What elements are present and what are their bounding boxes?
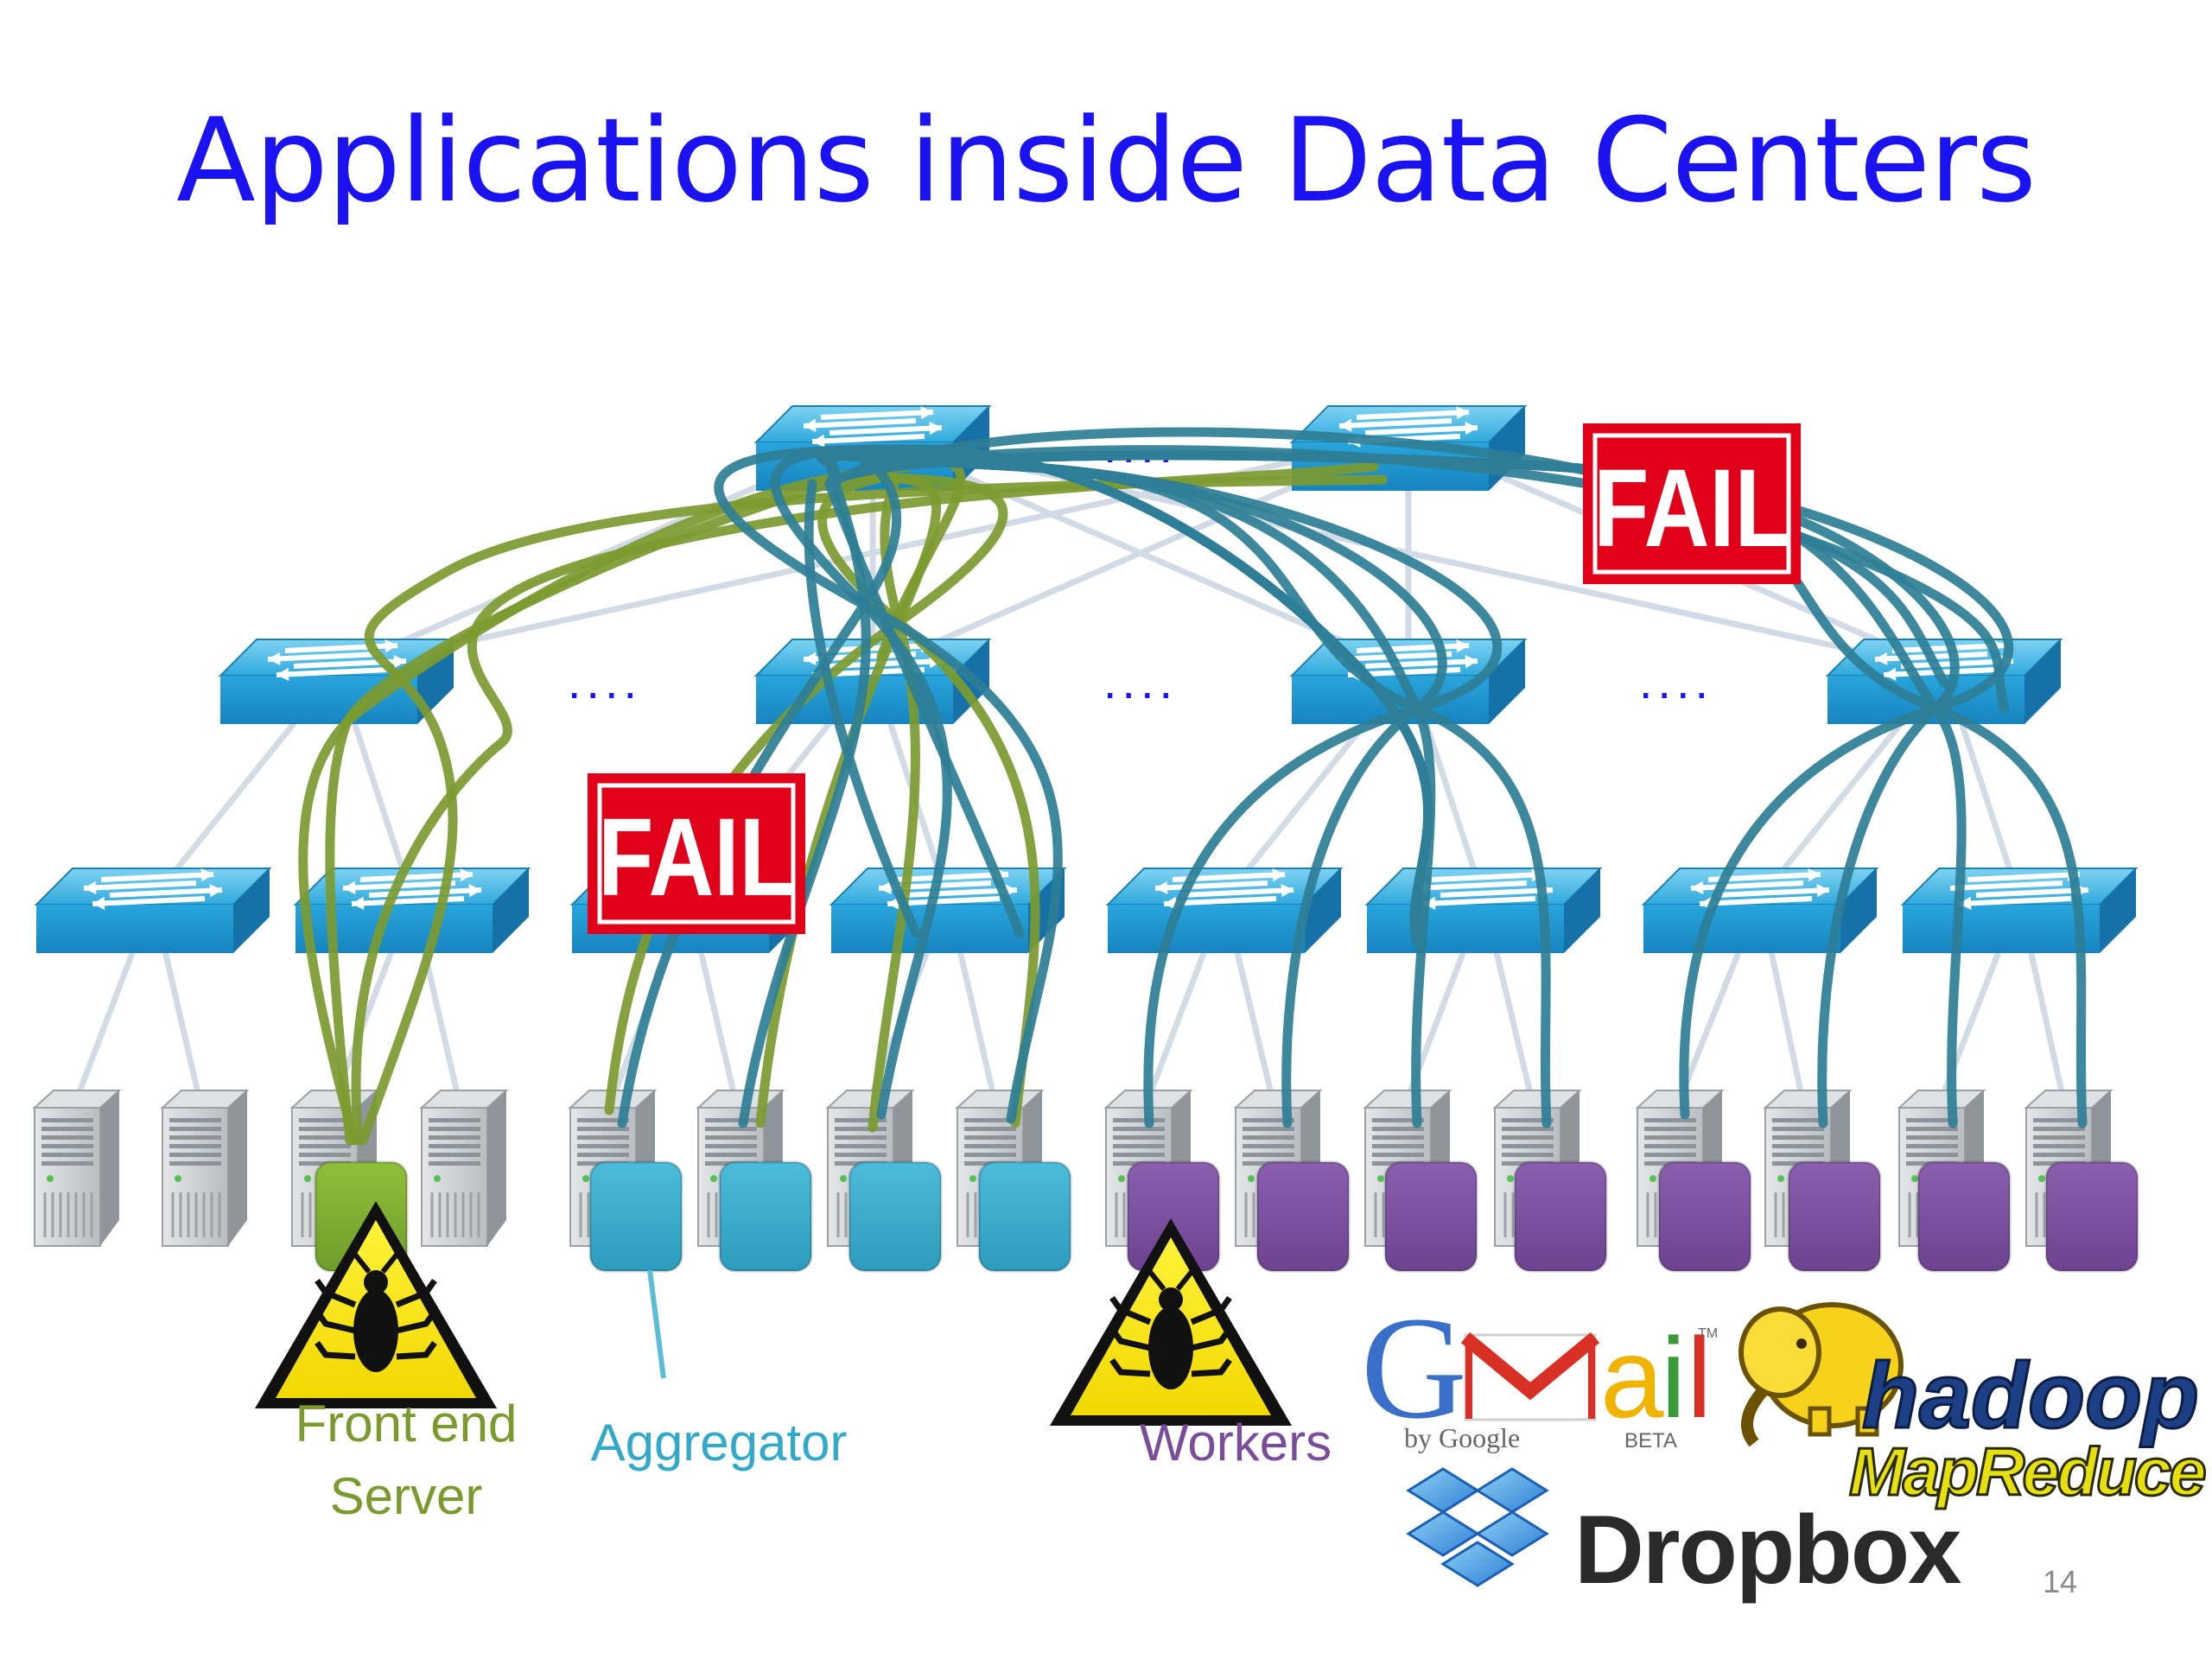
server-icon	[419, 1090, 509, 1247]
aggregator-box	[588, 1160, 683, 1273]
path-frontend-core	[351, 461, 1379, 1146]
worker-box	[1787, 1160, 1882, 1273]
mapreduce-word: MapReduce	[1849, 1433, 2205, 1510]
application-boxes	[314, 1160, 2139, 1273]
aggregator-label: Aggregator	[591, 1414, 848, 1471]
workers-label: Workers	[1140, 1414, 1332, 1471]
aggregator-pointer-line	[647, 1269, 666, 1379]
worker-box	[1255, 1160, 1351, 1273]
path-core-agg4	[824, 427, 1949, 688]
hadoop-word: hadoop	[1862, 1343, 2199, 1447]
worker-box	[1513, 1160, 1608, 1273]
path-core-tor	[804, 479, 921, 938]
bug-warning-icon-worker	[1050, 1218, 1292, 1426]
gmail-by-google: by Google	[1404, 1422, 1520, 1453]
slide-title: Applications inside Data Centers	[176, 93, 2037, 228]
gmail-beta: BETA	[1624, 1429, 1677, 1452]
ellipsis-dots: ....	[568, 654, 642, 709]
dropbox-icon	[1406, 1467, 1549, 1587]
server-icon	[160, 1090, 250, 1247]
path-frontend-core	[325, 455, 966, 1146]
gmail-g-letter: G	[1361, 1287, 1467, 1449]
fail-badge-core: FAIL	[1583, 423, 1801, 584]
path-frontend-core	[298, 461, 912, 1146]
ellipsis-dots: ....	[1103, 654, 1178, 709]
bug-warning-icon-frontend	[255, 1201, 497, 1408]
gmail-ai: i	[1661, 1314, 1686, 1441]
aggregator-box	[977, 1160, 1072, 1273]
path-core-aggregator	[755, 470, 942, 1128]
path-frontend-core	[358, 474, 1388, 1146]
path-worker-core	[816, 450, 1552, 1128]
fail-badge-edge: FAIL	[588, 773, 805, 934]
path-core-tor	[824, 479, 1025, 938]
server-icon	[32, 1090, 122, 1247]
gmail-logo: G a i l TM by Google BETA	[1361, 1287, 1718, 1453]
path-core-aggregator	[817, 470, 1040, 1128]
ellipsis-dots: ....	[1639, 654, 1713, 709]
aggregator-box	[718, 1160, 813, 1273]
worker-box	[1916, 1160, 2012, 1273]
fail-text-core: FAIL	[1593, 446, 1789, 569]
tor-switch-6	[1364, 868, 1603, 953]
page-number: 14	[2043, 1564, 2077, 1599]
warning-signs	[255, 1201, 1292, 1426]
gmail-al: l	[1687, 1314, 1712, 1441]
worker-box	[1657, 1160, 1752, 1273]
aggregator-box	[848, 1160, 943, 1273]
tor-switch-1	[34, 868, 272, 953]
tor-switch-5	[1105, 868, 1344, 953]
worker-box	[2044, 1160, 2139, 1273]
path-aggregator-worker	[738, 444, 1433, 1128]
hadoop-logo: hadoop MapReduce	[1738, 1302, 2209, 1511]
gmail-tm: TM	[1698, 1326, 1718, 1341]
path-aggregator-worker	[714, 444, 1433, 1124]
dropbox-word: Dropbox	[1574, 1496, 1961, 1604]
fail-text-edge: FAIL	[598, 795, 794, 918]
gmail-ail: a	[1600, 1314, 1664, 1441]
gmail-envelope-icon	[1460, 1332, 1600, 1421]
dropbox-logo: Dropbox	[1406, 1467, 1963, 1604]
communication-paths	[298, 427, 2088, 1146]
front-end-label-line2: Server	[330, 1467, 483, 1525]
worker-box	[1383, 1160, 1478, 1273]
tor-switch-8	[1900, 868, 2139, 953]
aggregation-switch-1	[218, 639, 456, 724]
elephant-icon	[1738, 1302, 1904, 1447]
front-end-label-line1: Front end	[296, 1395, 518, 1452]
